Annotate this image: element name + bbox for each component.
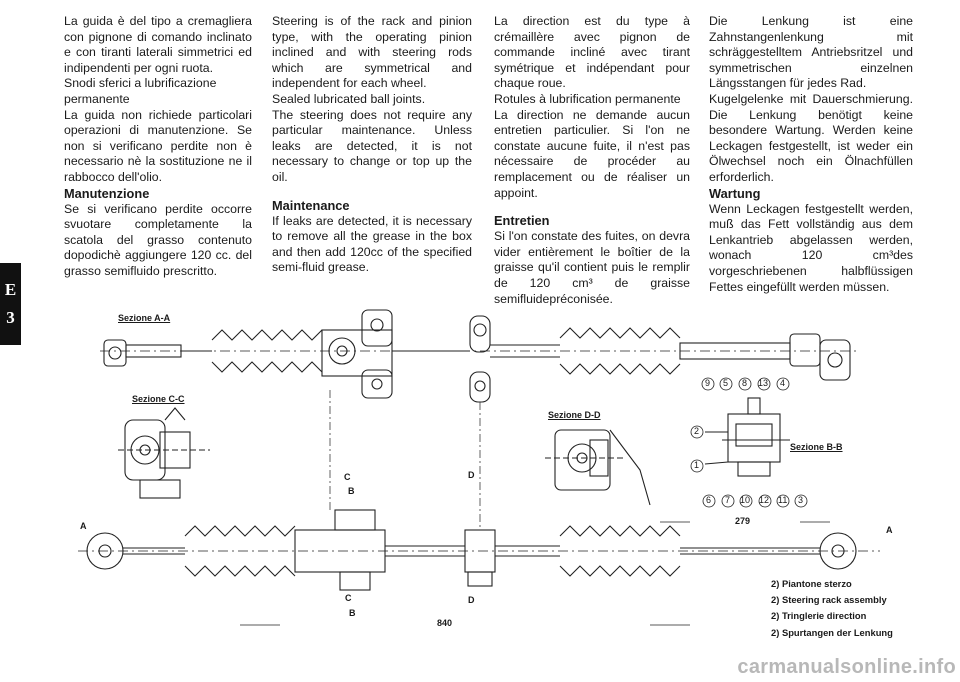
callout-13: 13 [758, 378, 769, 388]
cut-label-a-left: A [80, 521, 87, 531]
callout-12: 12 [759, 495, 770, 505]
fr-paragraph-2: Rotules à lubrification permanente [494, 91, 681, 106]
en-heading: Maintenance [272, 197, 350, 213]
callout-10: 10 [740, 495, 751, 505]
dimension-840: 840 [437, 618, 453, 628]
callout-7: 7 [725, 495, 731, 505]
section-dd-label: Sezione D-D [548, 410, 601, 420]
column-english: Steering is of the rack and pinion type,… [272, 14, 472, 276]
callout-11: 11 [778, 495, 788, 505]
callout-4: 4 [780, 378, 786, 388]
callout-9: 9 [705, 378, 711, 388]
legend-item-fr: 2) Tringlerie direction [771, 610, 867, 622]
en-paragraph-1: Steering is of the rack and pinion type,… [272, 14, 472, 91]
fr-heading: Entretien [494, 213, 550, 229]
upper-rack-assembly [100, 309, 860, 403]
en-maintenance-text: If leaks are detected, it is necessary t… [272, 213, 472, 275]
column-german: Die Lenkung ist eine Zahnstangenlenkung … [709, 14, 913, 295]
section-bb-drawing [704, 397, 790, 477]
legend-item-de: 2) Spurtangen der Lenkung [771, 626, 893, 638]
callout-3: 3 [798, 495, 804, 505]
section-tab: E 3 [0, 263, 21, 345]
fr-paragraph-3: La direction ne demande aucun entretien … [494, 107, 690, 200]
callout-5: 5 [723, 378, 729, 388]
de-heading: Wartung [709, 185, 761, 201]
callout-1: 1 [694, 460, 700, 470]
callout-6: 6 [706, 495, 712, 505]
fr-maintenance-text: Si l'on constate des fuites, on devra vi… [494, 229, 690, 306]
column-italian: La guida è del tipo a cremagliera con pi… [64, 14, 252, 280]
cut-label-b-bottom: B [349, 608, 356, 618]
cut-label-c-bottom: C [345, 593, 352, 603]
section-bb-label: Sezione B-B [790, 442, 843, 452]
it-paragraph-1: La guida è del tipo a cremagliera con pi… [64, 14, 252, 75]
de-paragraph-2: Kugelgelenke mit Dauerschmierung. Die Le… [709, 91, 913, 184]
section-cc-label: Sezione C-C [132, 394, 185, 404]
it-paragraph-2: Snodi sferici a lubrificazione permanent… [64, 76, 217, 106]
legend-item-en: 2) Steering rack assembly [771, 594, 887, 606]
it-heading: Manutenzione [64, 185, 150, 201]
section-aa-label: Sezione A-A [118, 313, 171, 323]
column-french: La direction est du type à crémaillère a… [494, 14, 690, 307]
it-maintenance-text: Se si verificano perdite occorre svuotar… [64, 201, 252, 278]
section-dd-drawing [545, 429, 651, 506]
section-tab-letter: E [4, 280, 17, 299]
section-cc-drawing [118, 407, 210, 499]
dimension-279: 279 [735, 516, 751, 526]
watermark: carmanualsonline.info [737, 656, 956, 678]
callout-2: 2 [694, 426, 700, 436]
legend-item-it: 2) Piantone sterzo [771, 578, 852, 589]
footer-bar: carmanualsonline.info [0, 656, 960, 682]
it-paragraph-3: La guida non richiede particolari operaz… [64, 107, 252, 184]
cut-label-c: C [344, 472, 351, 482]
lower-rack-assembly [78, 390, 880, 591]
en-paragraph-2: Sealed lubricated ball joints. [272, 91, 426, 106]
callout-8: 8 [742, 378, 748, 388]
section-tab-number: 3 [6, 308, 15, 327]
cut-label-a-right: A [886, 525, 893, 535]
cut-label-d: D [468, 470, 475, 480]
figure-legend: 2) Piantone sterzo 2) Steering rack asse… [771, 576, 893, 641]
fr-paragraph-1: La direction est du type à crémaillère a… [494, 14, 690, 91]
en-paragraph-3: The steering does not require any partic… [272, 107, 472, 184]
callout-circles [690, 377, 808, 508]
de-maintenance-text: Wenn Leckagen festgestellt werden, muß d… [709, 201, 913, 294]
cut-label-b: B [348, 486, 355, 496]
cut-label-d-bottom: D [468, 595, 475, 605]
de-paragraph-1: Die Lenkung ist eine Zahnstangenlenkung … [709, 14, 913, 91]
